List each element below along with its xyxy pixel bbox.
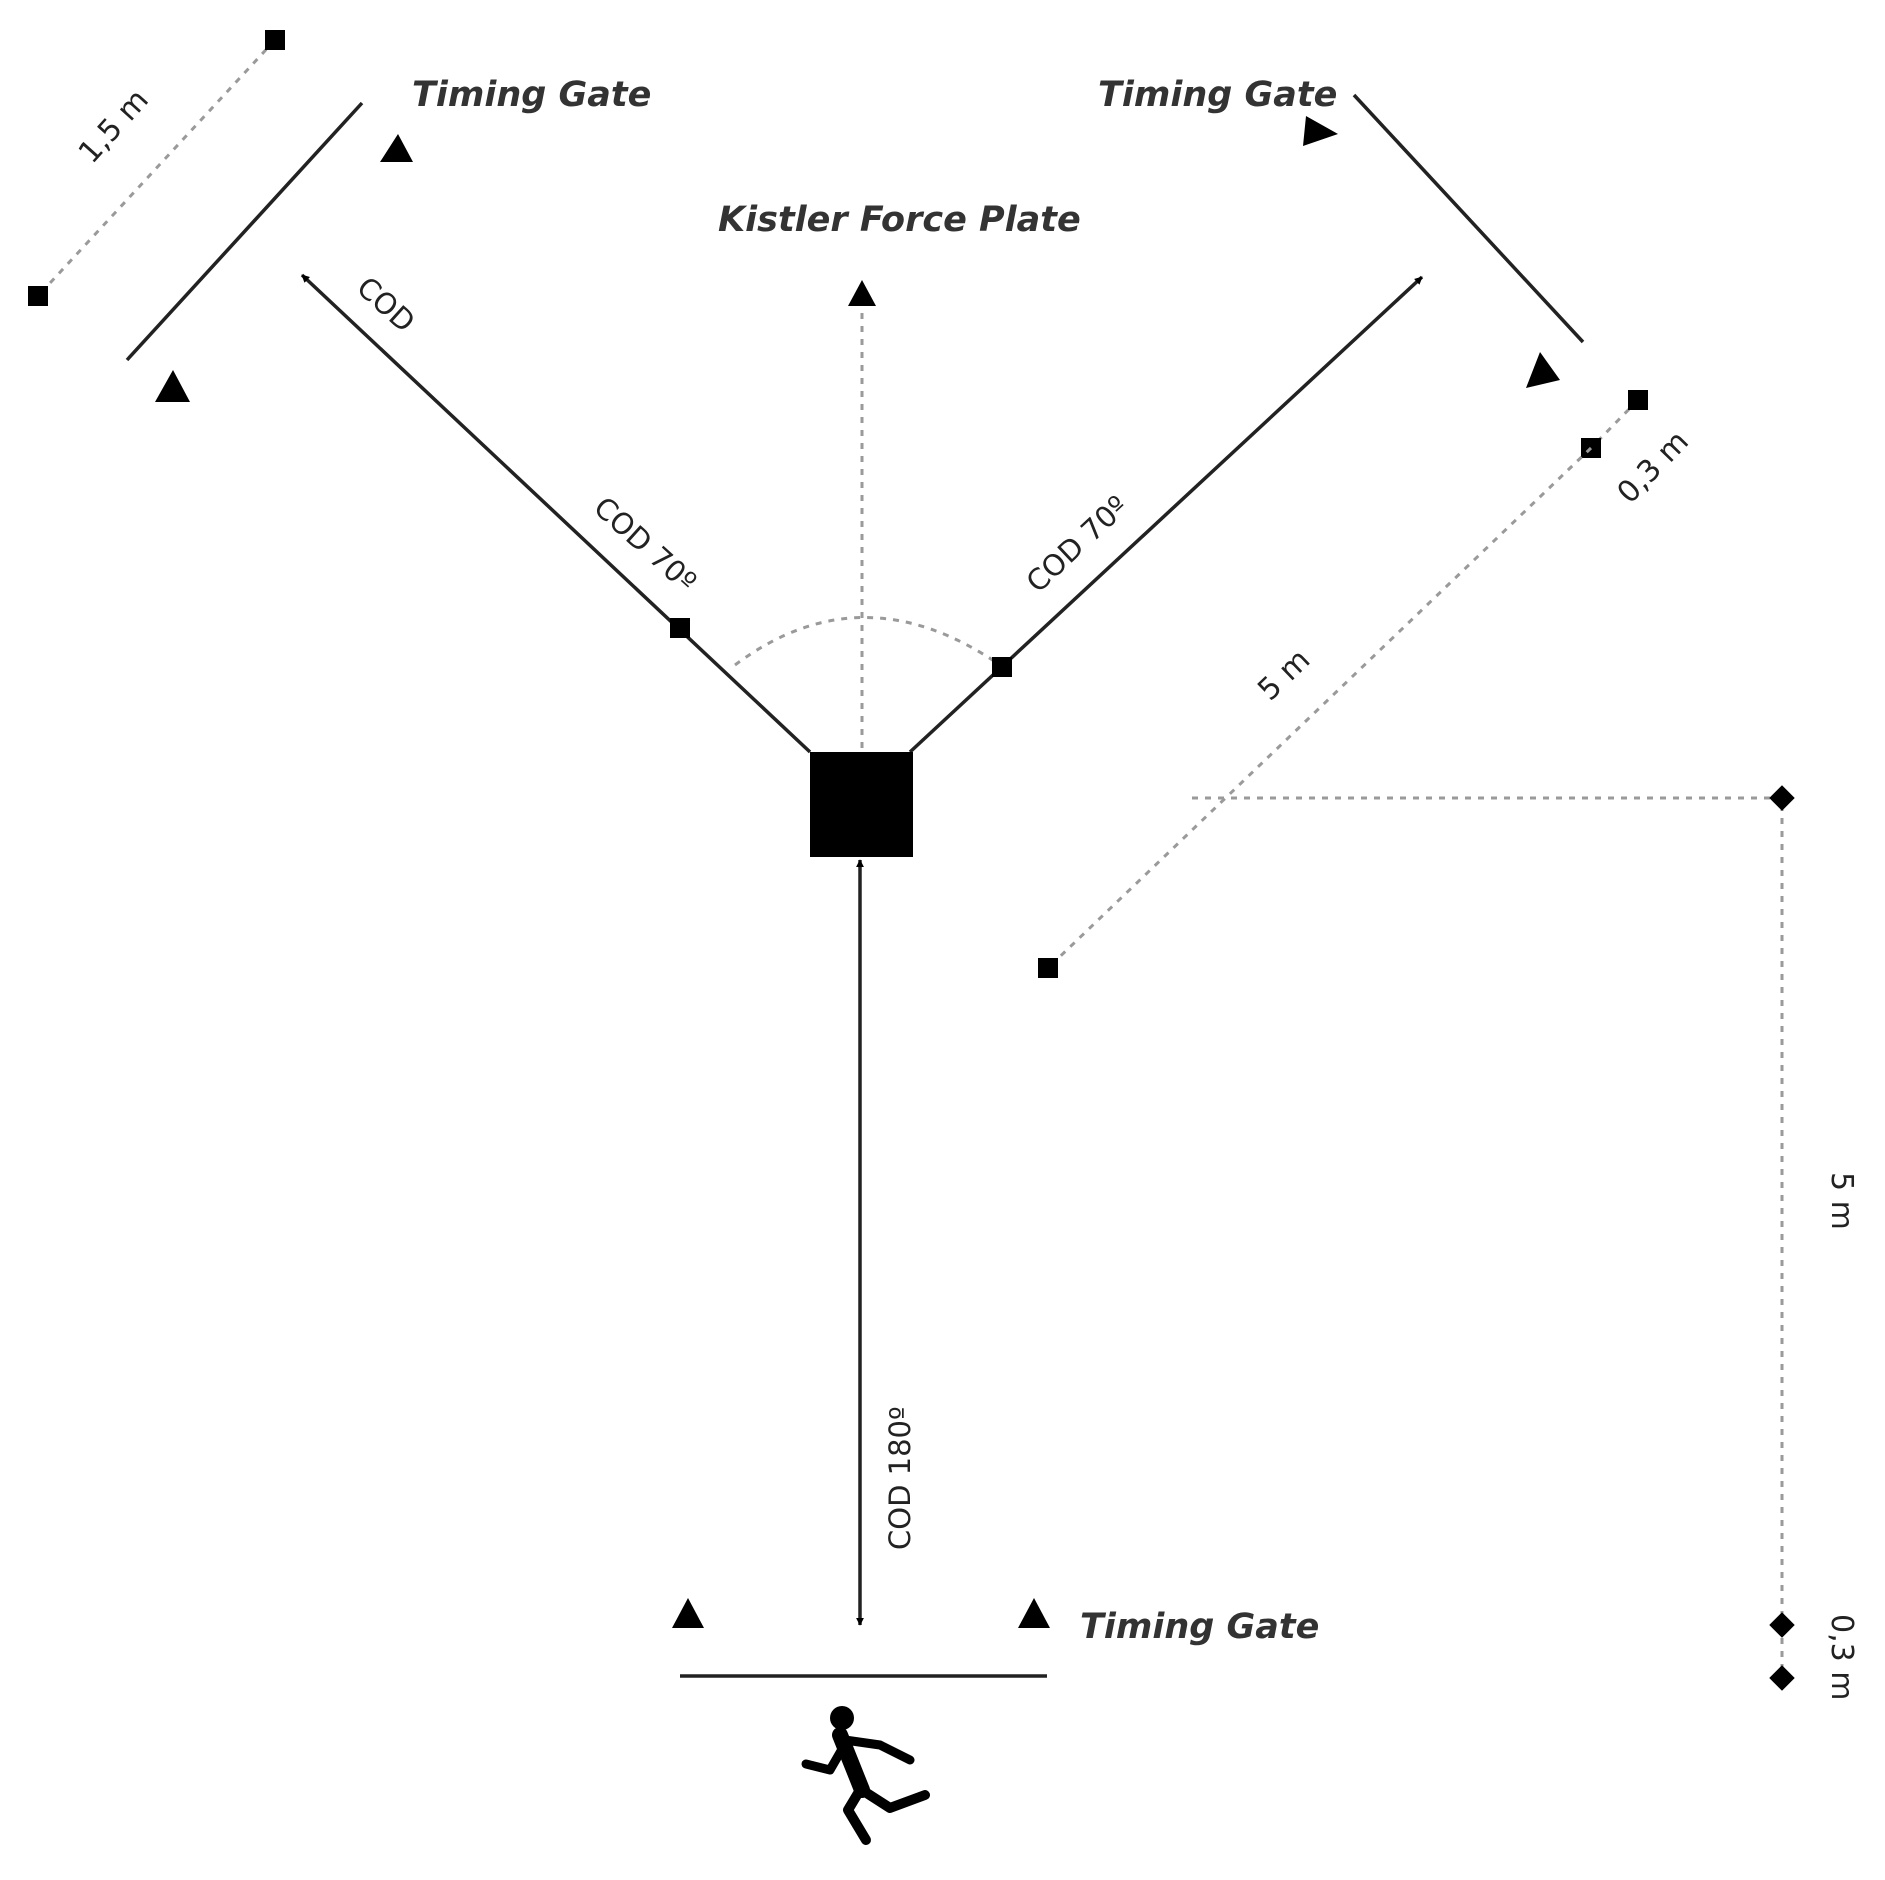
dimension-label-offset-diag: 0,3 m <box>1611 424 1696 511</box>
cod-180-label: COD 180º <box>883 1406 917 1550</box>
timing-gate-label-top-right: Timing Gate <box>1098 75 1337 115</box>
cod-arrow-right <box>908 275 1424 754</box>
marker-left-arrow <box>670 618 690 638</box>
marker-diamond-bottom <box>1769 1665 1795 1691</box>
marker-right-arrow <box>992 657 1012 677</box>
dimension-label-diag-5m: 5 m <box>1251 642 1317 707</box>
dimension-label-offset-vertical: 0,3 m <box>1824 1614 1859 1700</box>
marker-diag-end <box>1038 958 1058 978</box>
marker-diamond-top <box>1769 785 1795 811</box>
cod-label-right-mid: COD 70º <box>1020 489 1135 599</box>
gate-triangle-tl-2 <box>155 370 190 402</box>
cod-arrow-left <box>300 273 812 754</box>
dimension-diag-5m <box>1046 446 1593 970</box>
gate-triangle-b-1 <box>672 1598 704 1628</box>
timing-gate-label-bottom: Timing Gate <box>1080 1607 1319 1647</box>
gate-triangle-b-2 <box>1018 1598 1050 1628</box>
gate-triangle-tr-1 <box>1303 116 1338 146</box>
marker-gate-width-bottom <box>28 286 48 306</box>
force-plate-square <box>810 752 913 857</box>
marker-gate-width-top <box>265 30 285 50</box>
dimension-gate-width <box>36 38 277 298</box>
cod-label-left-mid: COD 70º <box>587 490 703 599</box>
angle-arc <box>734 616 1001 667</box>
gate-triangle-tl-1 <box>380 134 413 162</box>
running-person-icon <box>801 1706 930 1845</box>
timing-gate-label-top-left: Timing Gate <box>412 75 651 115</box>
timing-gate-line-right <box>1352 93 1585 344</box>
gate-triangle-tr-2 <box>1526 352 1560 388</box>
timing-gate-line-left <box>125 101 364 362</box>
dimension-label-gate-width: 1,5 m <box>72 83 156 171</box>
marker-offset-diag-1 <box>1628 390 1648 410</box>
dimension-label-vertical-5m: 5 m <box>1824 1172 1859 1230</box>
marker-diamond-mid <box>1769 1612 1795 1638</box>
center-arrowhead <box>848 280 876 306</box>
force-plate-label: Kistler Force Plate <box>718 200 1081 240</box>
